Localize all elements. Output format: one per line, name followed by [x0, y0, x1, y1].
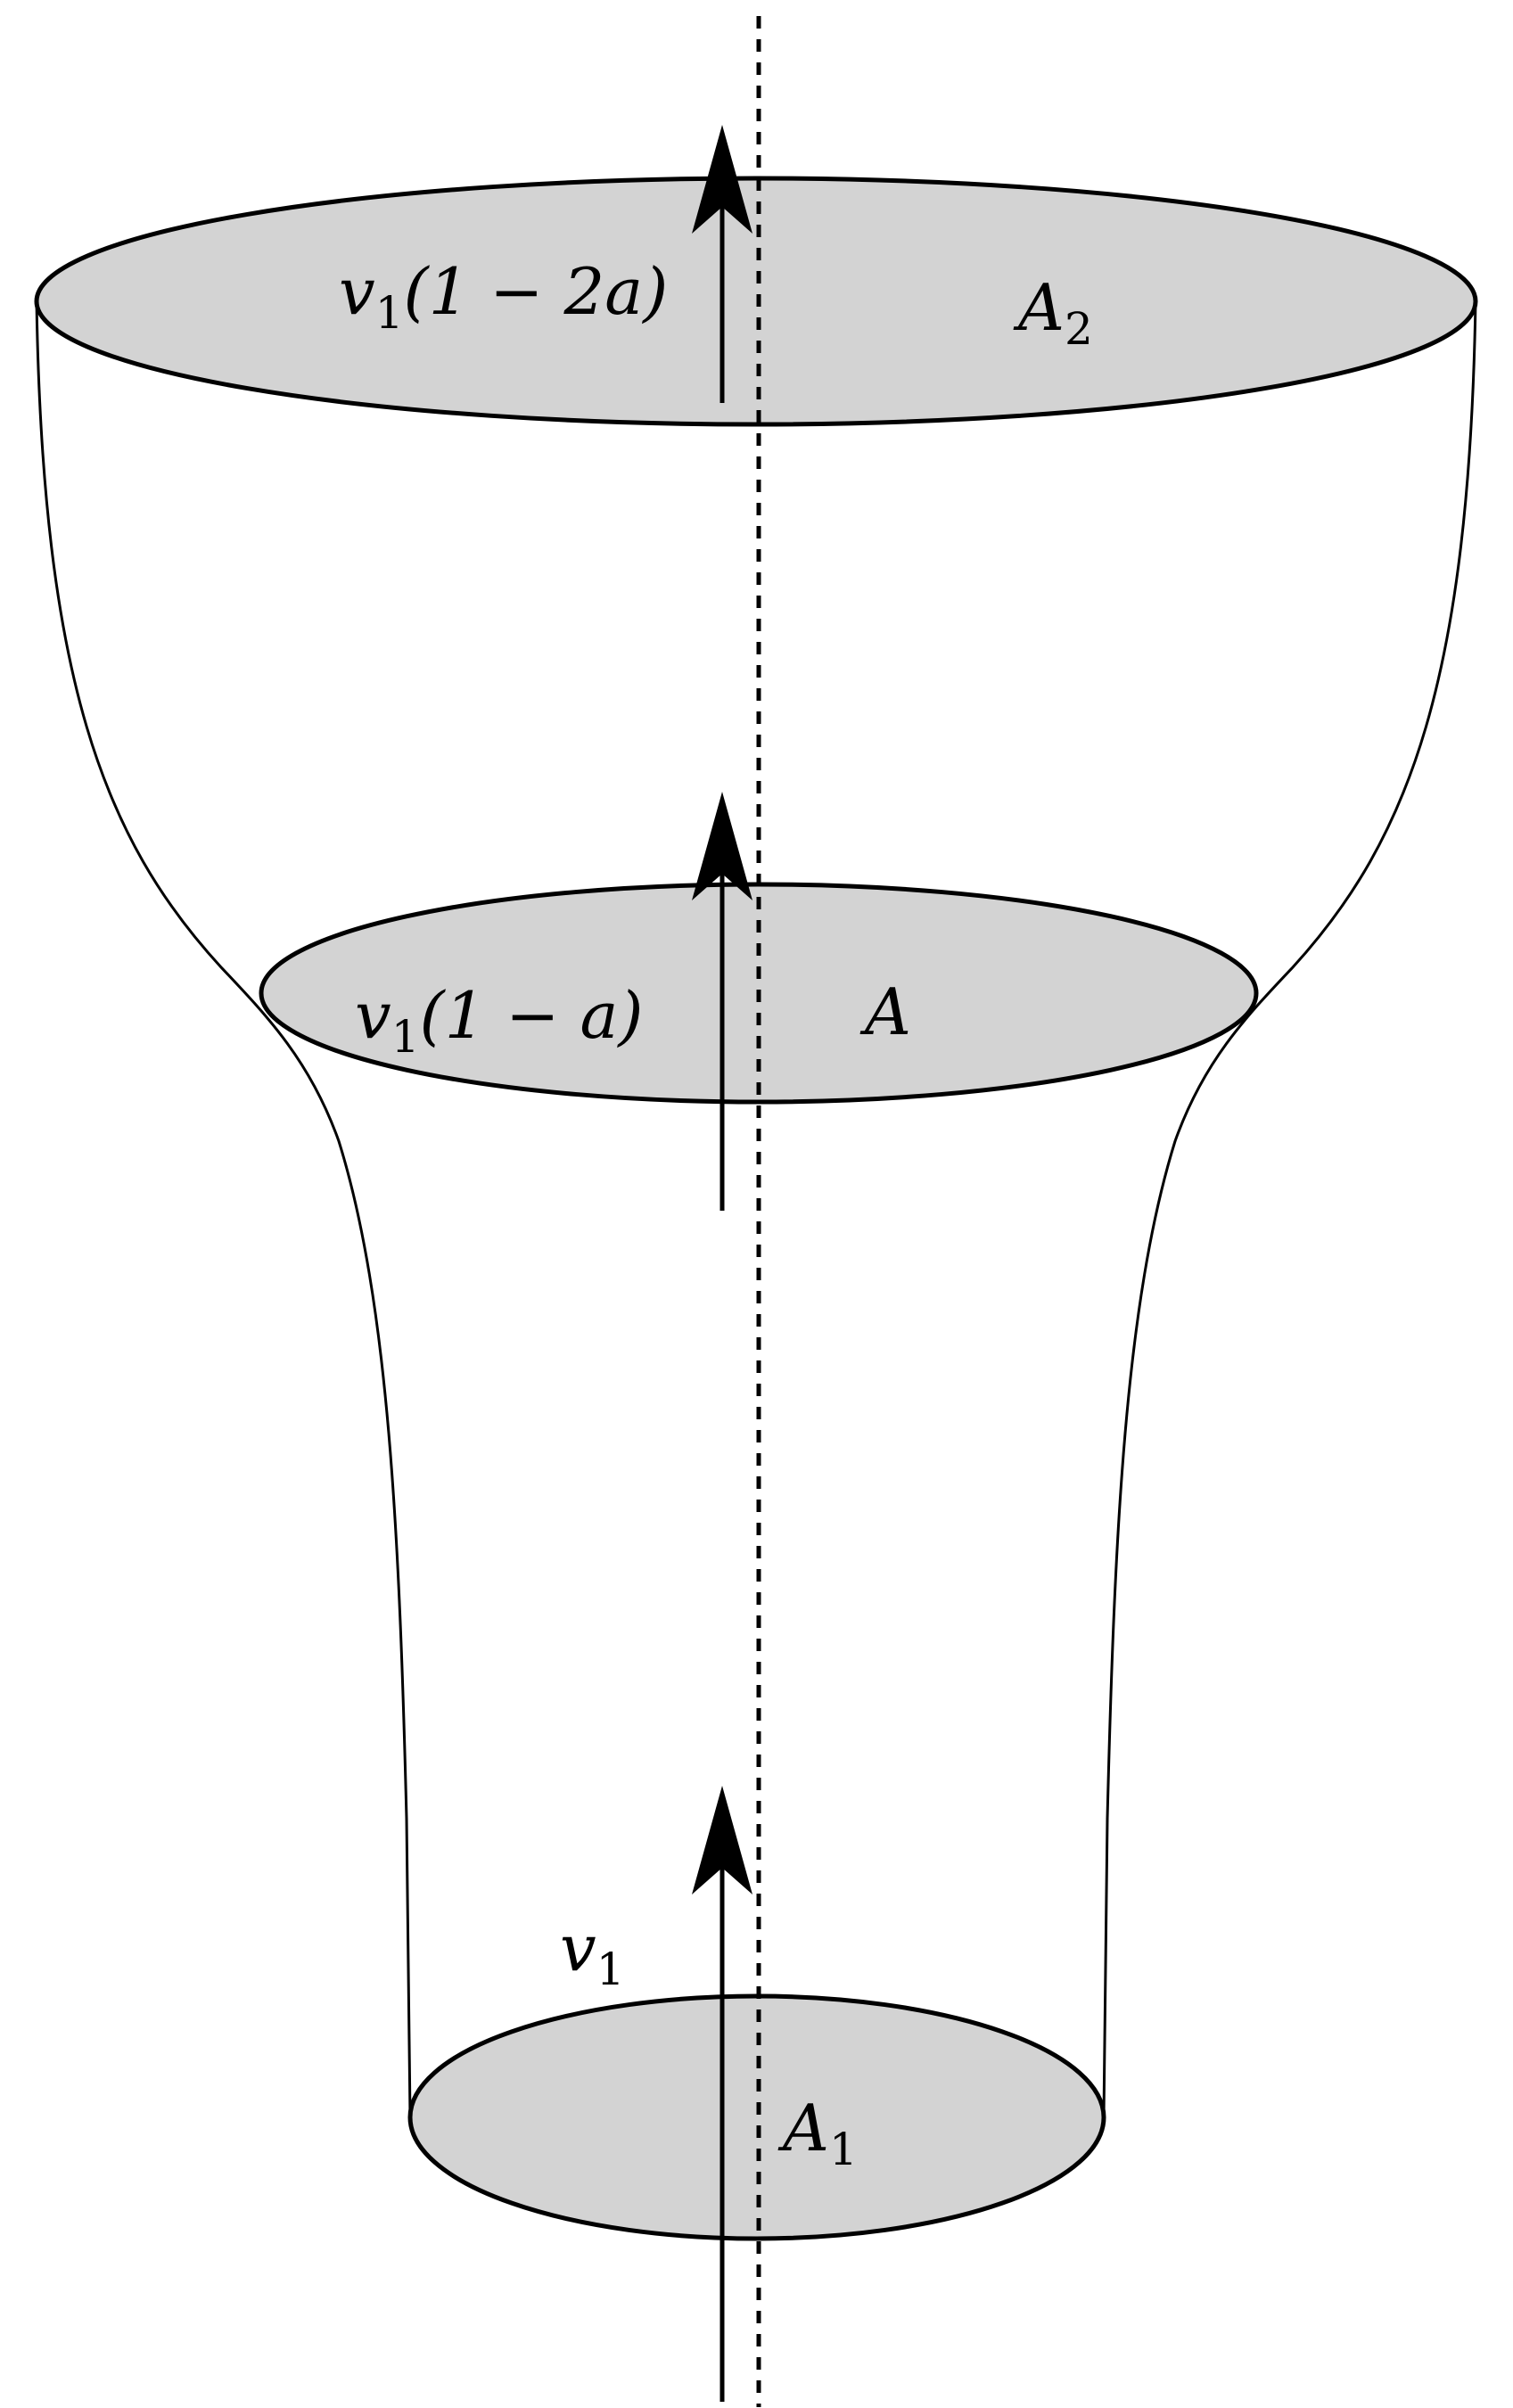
label-mid-area-symbol: A: [859, 974, 911, 1049]
disc-top-a2: [34, 176, 1478, 427]
velocity-arrow-top: [692, 125, 752, 403]
velocity-arrow-middle: [692, 792, 752, 1211]
label-top-velocity-expression: (1 − 2a): [404, 254, 669, 329]
label-bottom-area: A1: [777, 2091, 858, 2175]
label-top-velocity-subscript: 1: [375, 287, 404, 339]
tube-wall-left: [35, 300, 412, 2118]
label-mid-velocity-expression: (1 − a): [420, 978, 644, 1053]
label-top-area-symbol: A: [1013, 270, 1065, 345]
tube-wall-right: [1102, 300, 1477, 2118]
label-mid-area: A: [859, 974, 911, 1049]
label-bottom-area-subscript: 1: [829, 2124, 858, 2175]
label-mid-velocity-subscript: 1: [391, 1011, 420, 1063]
label-top-area-subscript: 2: [1065, 303, 1093, 355]
label-bottom-velocity-subscript: 1: [596, 1944, 625, 1995]
label-bottom-velocity: v1: [560, 1911, 625, 1995]
label-bottom-area-symbol: A: [777, 2091, 829, 2166]
label-bottom-velocity-symbol: v: [560, 1911, 596, 1985]
velocity-arrow-bottom: [692, 1786, 752, 2402]
label-top-velocity: v1(1 − 2a): [339, 254, 668, 339]
label-mid-velocity: v1(1 − a): [355, 978, 644, 1063]
label-top-velocity-symbol: v: [339, 254, 375, 329]
label-mid-velocity-symbol: v: [355, 978, 391, 1053]
label-top-area: A2: [1013, 270, 1093, 355]
